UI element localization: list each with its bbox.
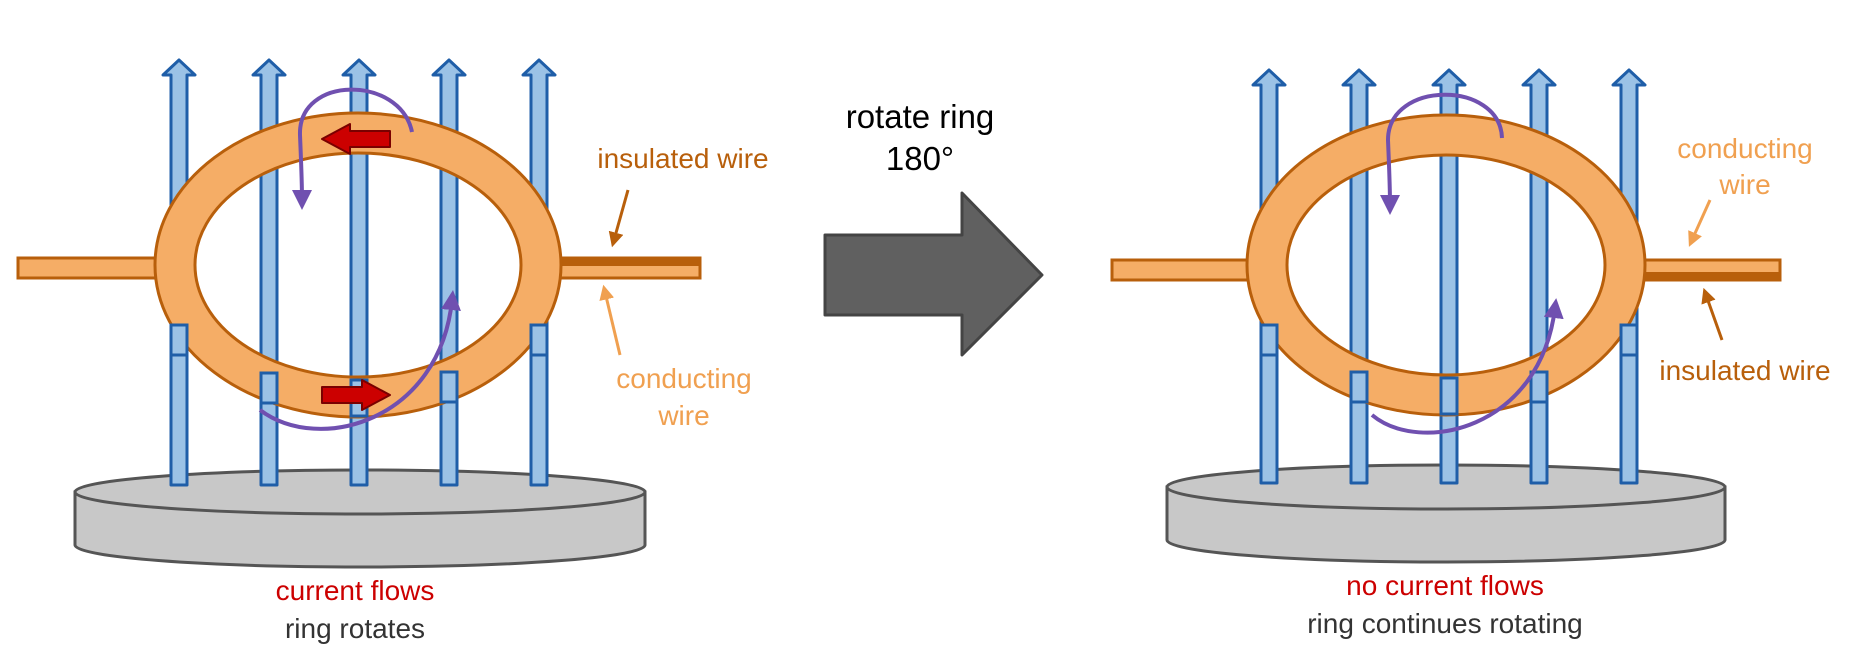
right-caption-action: ring continues rotating: [1307, 608, 1583, 639]
left-ring: [153, 111, 563, 419]
right-wire-right: [1638, 258, 1782, 282]
right-ring: [1245, 113, 1647, 417]
right-conducting-label-1: conducting: [1677, 133, 1812, 164]
left-caption-status: current flows: [276, 575, 435, 606]
right-panel: conducting wire insulated wire no curren…: [1110, 68, 1831, 639]
left-current-arrow-top: [321, 123, 391, 155]
right-wire-left: [1110, 258, 1254, 282]
left-insulated-pointer: [608, 189, 630, 248]
right-field-arrows-front: [1259, 323, 1639, 416]
right-base-platform: [1165, 463, 1727, 564]
left-conducting-label-2: wire: [657, 400, 709, 431]
right-torque-arrow-top: [1379, 92, 1504, 215]
rotate-label-line2: 180°: [886, 140, 954, 177]
right-torque-arrow-bottom: [1370, 298, 1564, 435]
right-conducting-pointer: [1688, 199, 1712, 247]
right-conducting-label-2: wire: [1718, 169, 1770, 200]
left-panel: insulated wire conducting wire current f…: [16, 58, 769, 644]
left-wire-right: [553, 256, 702, 280]
left-current-arrow-bottom: [321, 379, 391, 411]
left-torque-arrow-bottom: [258, 290, 461, 431]
right-caption-status: no current flows: [1346, 570, 1544, 601]
left-wire-left: [16, 256, 160, 280]
right-insulated-label: insulated wire: [1659, 355, 1830, 386]
left-torque-arrow-top: [291, 87, 414, 210]
left-conducting-label-1: conducting: [616, 363, 751, 394]
rotate-label-line1: rotate ring: [846, 98, 995, 135]
left-conducting-pointer: [599, 284, 622, 356]
left-insulated-label: insulated wire: [597, 143, 768, 174]
left-caption-action: ring rotates: [285, 613, 425, 644]
right-insulated-pointer: [1701, 287, 1724, 341]
middle-transition: rotate ring 180°: [823, 98, 1044, 357]
block-arrow: [823, 191, 1044, 357]
